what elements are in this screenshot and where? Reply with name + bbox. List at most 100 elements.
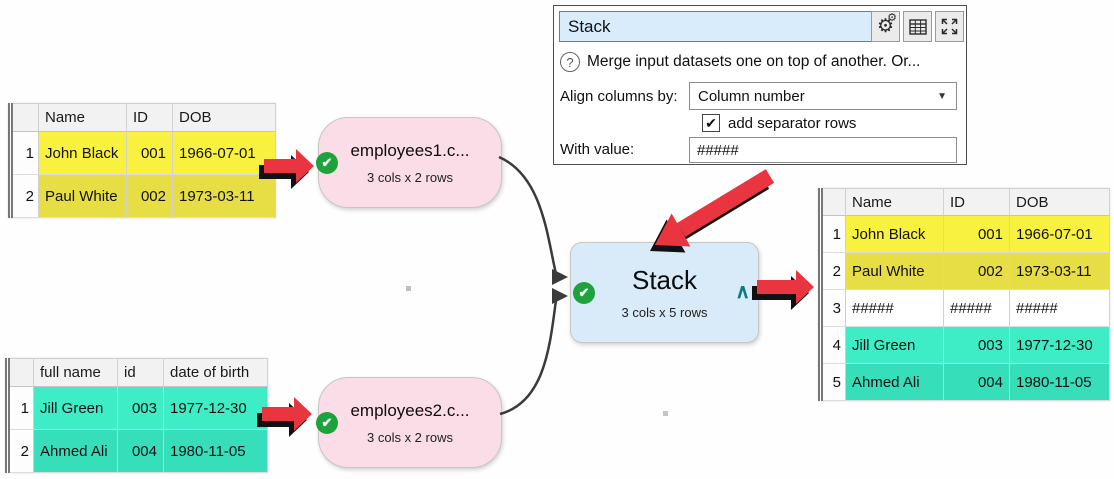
checkbox-label: add separator rows [728, 114, 857, 132]
row-number[interactable]: 1 [13, 132, 39, 175]
table-row: 2 Paul White 002 1973-03-11 [823, 253, 1110, 290]
cell-dob[interactable]: 1966-07-01 [173, 132, 276, 175]
row-number[interactable]: 4 [823, 327, 846, 364]
table-row: 2 Ahmed Ali 004 1980-11-05 [10, 430, 268, 473]
node-employees1[interactable]: ✔ employees1.c... 3 cols x 2 rows [316, 117, 502, 208]
cell-name[interactable]: Paul White [846, 253, 944, 290]
cell-name[interactable]: Paul White [39, 175, 127, 218]
connection-employees2-stack[interactable] [499, 299, 558, 416]
cell-id[interactable]: 003 [944, 327, 1010, 364]
with-value-label: With value: [560, 141, 635, 158]
add-separator-rows-checkbox[interactable]: ✔ [702, 114, 720, 132]
col-header-name[interactable]: Name [39, 104, 127, 132]
row-number[interactable]: 2 [13, 175, 39, 218]
input2-preview-table: full name id date of birth 1 Jill Green … [5, 358, 268, 473]
cell-dob[interactable]: 1980-11-05 [1010, 364, 1110, 401]
options-button[interactable]: ⚙ ⚙ [871, 11, 900, 42]
cell-dob[interactable]: 1980-11-05 [164, 430, 268, 473]
row-number[interactable]: 2 [10, 430, 34, 473]
gear-icon: ⚙ [887, 12, 897, 24]
col-header-id[interactable]: ID [944, 189, 1010, 216]
cell-name[interactable]: Jill Green [34, 387, 118, 430]
grid-dot [406, 286, 411, 291]
node-dimensions: 3 cols x 2 rows [367, 169, 453, 185]
expand-icon [941, 18, 958, 35]
node-title: employees1.c... [350, 140, 470, 160]
cell-id[interactable]: 002 [127, 175, 173, 218]
cell-dob[interactable]: 1973-03-11 [173, 175, 276, 218]
row-number[interactable]: 5 [823, 364, 846, 401]
connector-arrowhead-icon [552, 288, 568, 304]
cell-dob[interactable]: 1977-12-30 [1010, 327, 1110, 364]
cell-name[interactable]: Jill Green [846, 327, 944, 364]
cell-name[interactable]: Ahmed Ali [846, 364, 944, 401]
row-number[interactable]: 1 [823, 216, 846, 253]
table-header-row: full name id date of birth [10, 358, 268, 387]
cell-name[interactable]: John Black [846, 216, 944, 253]
cell-id[interactable]: 001 [944, 216, 1010, 253]
cell-id[interactable]: 003 [118, 387, 164, 430]
transform-settings-panel: ⚙ ⚙ ? M [553, 5, 967, 165]
table-header-row: Name ID DOB [823, 188, 1110, 216]
connection-employees1-stack[interactable] [498, 155, 558, 275]
show-table-button[interactable] [903, 11, 932, 42]
align-columns-dropdown[interactable]: Column number ▼ [689, 82, 957, 110]
node-employees2[interactable]: ✔ employees2.c... 3 cols x 2 rows [316, 377, 502, 468]
arrow-stack-to-output-icon [757, 270, 814, 304]
node-title: employees2.c... [350, 400, 470, 420]
gear-icon: ⚙ [876, 16, 895, 37]
chevron-down-icon: ▼ [937, 90, 947, 102]
align-columns-label: Align columns by: [560, 88, 678, 105]
with-value-input[interactable] [689, 137, 957, 163]
corner-cell[interactable] [13, 104, 39, 132]
col-header-fullname[interactable]: full name [34, 359, 118, 387]
col-header-id[interactable]: ID [127, 104, 173, 132]
table-row: 1 John Black 001 1966-07-01 [823, 216, 1110, 253]
ok-check-icon: ✔ [316, 411, 338, 434]
fullscreen-button[interactable] [935, 11, 964, 42]
grid-dot [663, 411, 668, 416]
col-header-dob[interactable]: date of birth [164, 359, 268, 387]
node-stack[interactable]: ✔ Stack 3 cols x 5 rows ∧ [570, 242, 759, 343]
help-icon[interactable]: ? [560, 52, 580, 72]
dropdown-selected-value: Column number [698, 87, 805, 105]
transform-description: Merge input datasets one on top of anoth… [587, 53, 921, 70]
transform-name-input[interactable] [559, 11, 877, 42]
col-header-dob[interactable]: DOB [1010, 189, 1110, 216]
collapse-caret-icon[interactable]: ∧ [735, 280, 750, 303]
cell-id[interactable]: 004 [118, 430, 164, 473]
cell-name[interactable]: ##### [846, 290, 944, 327]
arrow-panel-to-stack-shaft [676, 169, 775, 237]
help-row: ? Merge input datasets one on top of ano… [560, 52, 920, 72]
cell-dob[interactable]: 1973-03-11 [1010, 253, 1110, 290]
input1-preview-table: Name ID DOB 1 John Black 001 1966-07-01 … [8, 103, 276, 218]
ok-check-icon: ✔ [573, 281, 595, 304]
corner-cell[interactable] [10, 359, 34, 387]
col-header-id[interactable]: id [118, 359, 164, 387]
cell-id[interactable]: 004 [944, 364, 1010, 401]
table-icon [908, 18, 927, 35]
cell-id[interactable]: 001 [127, 132, 173, 175]
row-number[interactable]: 1 [10, 387, 34, 430]
separator-rows-option: ✔ add separator rows [702, 114, 856, 132]
cell-name[interactable]: Ahmed Ali [34, 430, 118, 473]
cell-dob[interactable]: 1977-12-30 [164, 387, 268, 430]
cell-dob[interactable]: 1966-07-01 [1010, 216, 1110, 253]
node-dimensions: 3 cols x 5 rows [621, 305, 708, 320]
row-number[interactable]: 3 [823, 290, 846, 327]
node-dimensions: 3 cols x 2 rows [367, 429, 453, 445]
table-row: 2 Paul White 002 1973-03-11 [13, 175, 276, 218]
node-title: Stack [631, 265, 698, 295]
cell-dob[interactable]: ##### [1010, 290, 1110, 327]
table-row: 5 Ahmed Ali 004 1980-11-05 [823, 364, 1110, 401]
col-header-dob[interactable]: DOB [173, 104, 276, 132]
col-header-name[interactable]: Name [846, 189, 944, 216]
cell-name[interactable]: John Black [39, 132, 127, 175]
corner-cell[interactable] [823, 189, 846, 216]
table-row: 4 Jill Green 003 1977-12-30 [823, 327, 1110, 364]
row-number[interactable]: 2 [823, 253, 846, 290]
cell-id[interactable]: 002 [944, 253, 1010, 290]
cell-id[interactable]: ##### [944, 290, 1010, 327]
output-preview-table: Name ID DOB 1 John Black 001 1966-07-01 … [818, 188, 1110, 401]
